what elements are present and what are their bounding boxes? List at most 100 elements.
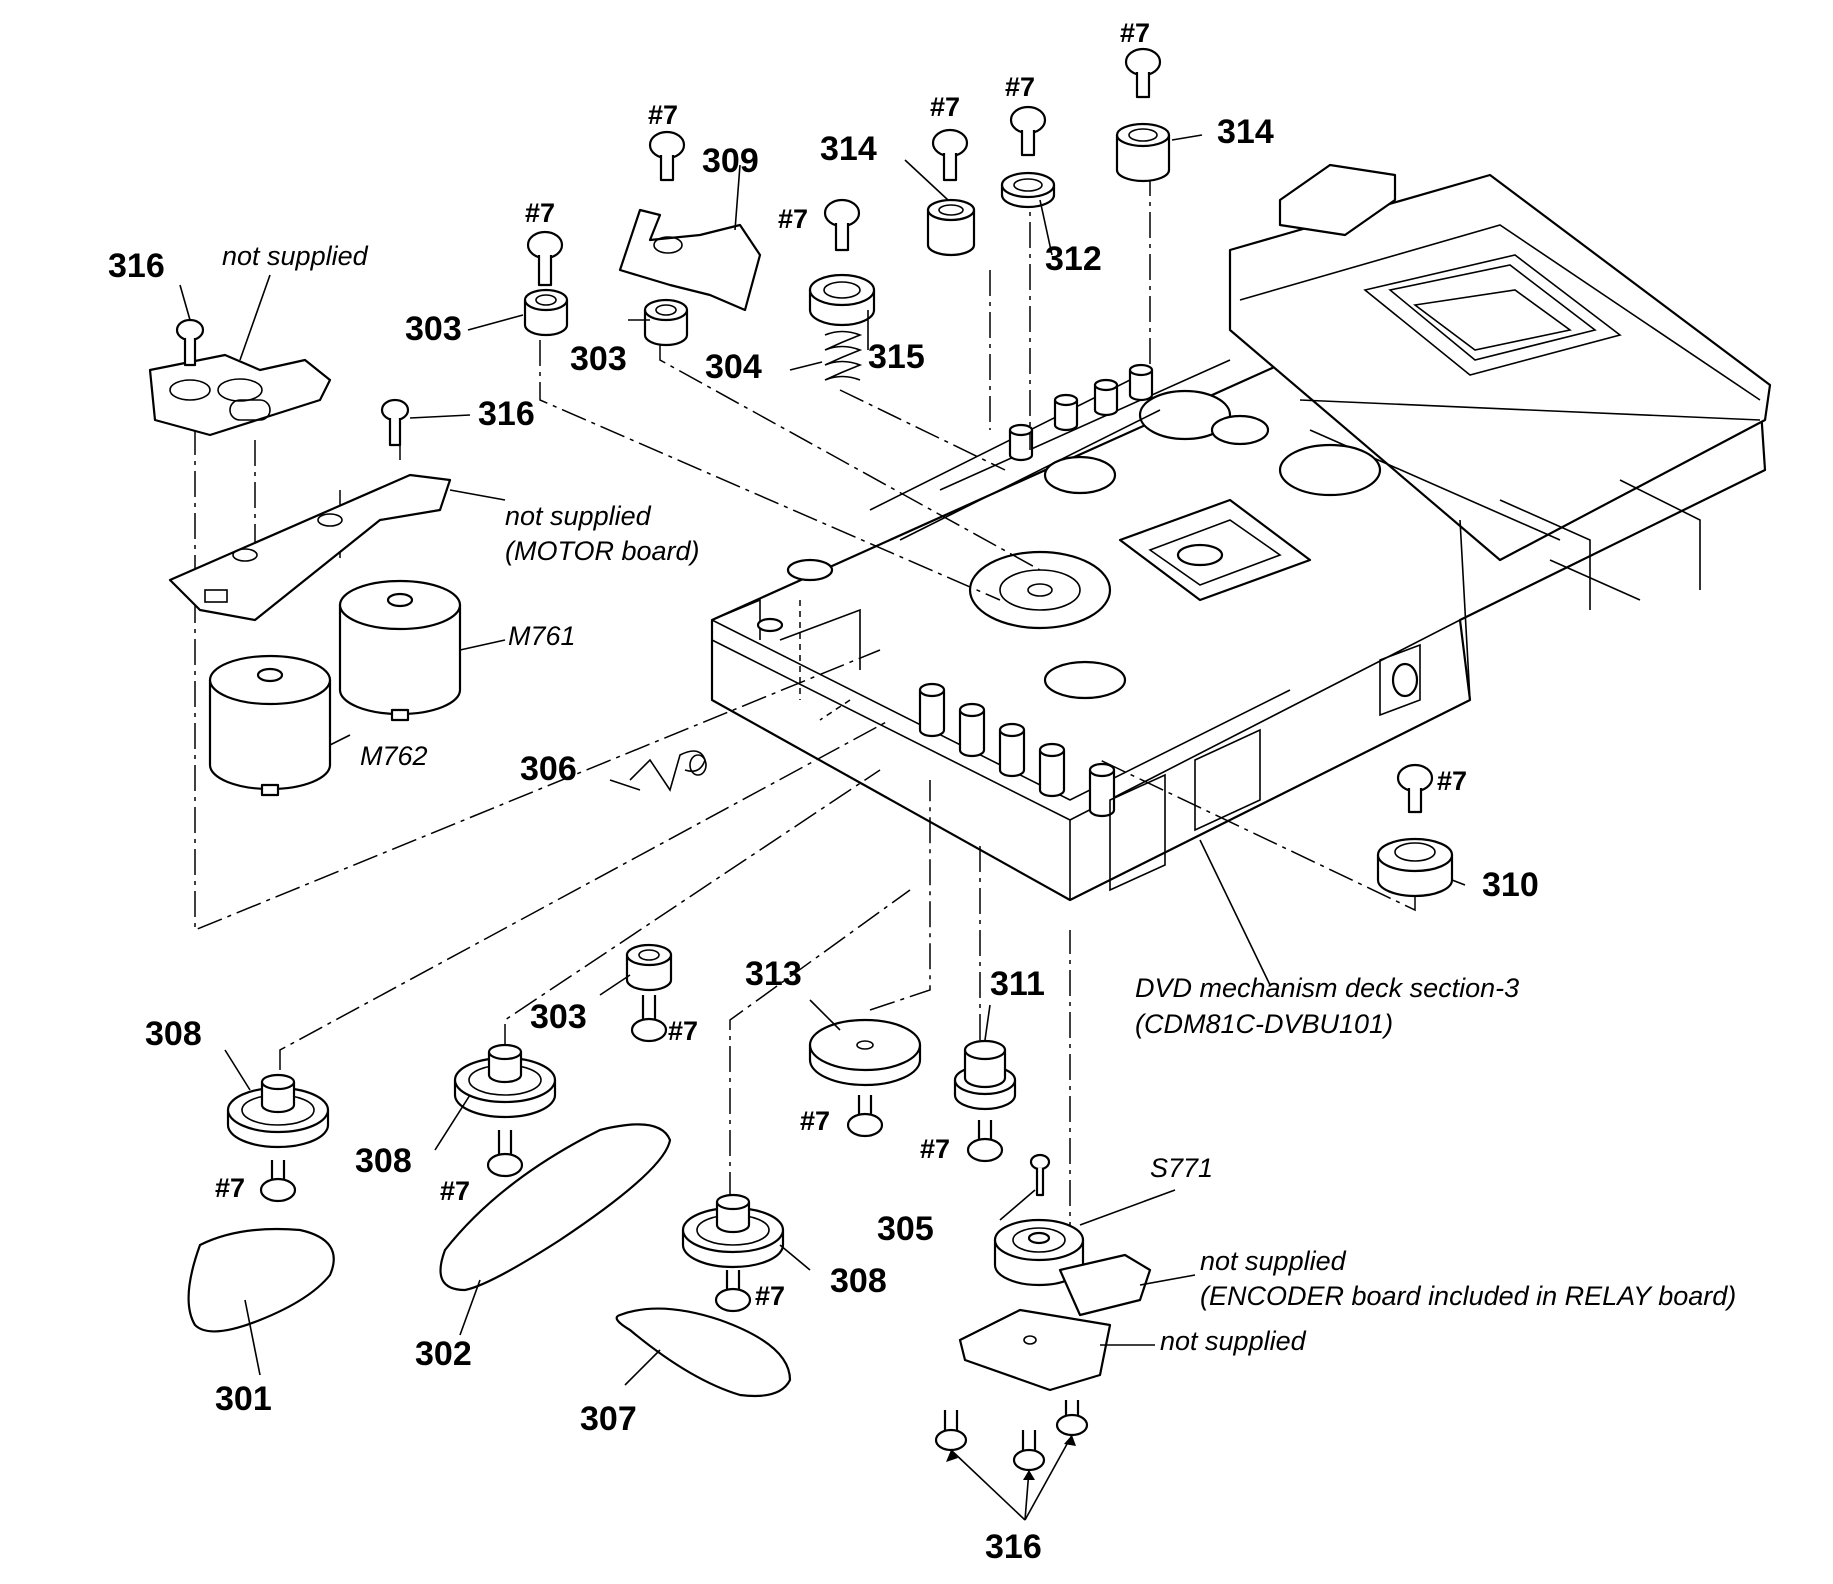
screw-7-j: [630, 995, 668, 1043]
lever-309: [618, 208, 762, 312]
gear-308-c: [681, 1193, 785, 1269]
screw-7-m: [714, 1270, 752, 1313]
label-screw-7-l: #7: [920, 1134, 950, 1164]
belt-302: [439, 1123, 672, 1292]
disc-313: [808, 1018, 922, 1087]
bushing-314-a: [926, 198, 976, 257]
screw-7-a: [526, 230, 564, 287]
washer-312: [1000, 171, 1056, 209]
lower-parts: [187, 943, 1152, 1472]
note-not-supplied-encoder: not supplied: [1200, 1246, 1347, 1276]
label-screw-7-m: #7: [755, 1281, 785, 1311]
label-m762: M762: [360, 741, 428, 771]
label-314-b: 314: [1217, 113, 1274, 151]
label-316-c: 316: [985, 1528, 1042, 1566]
label-screw-7-g: #7: [1437, 766, 1467, 796]
label-s771: S771: [1150, 1153, 1213, 1183]
upper-parts: [523, 47, 1454, 898]
bushing-314-b: [1115, 122, 1171, 183]
label-screw-7-j: #7: [668, 1016, 698, 1046]
label-screw-7-d: #7: [930, 92, 960, 122]
screw-7-i: [486, 1130, 524, 1178]
label-309: 309: [702, 142, 759, 180]
screw-316-b: [380, 398, 410, 447]
motor-bracket-plate: [148, 353, 332, 437]
part-labels: 316 316 303 303 309 314 314 312 315 304 …: [108, 18, 1736, 1566]
label-308-a: 308: [145, 1015, 202, 1053]
pulley-311: [953, 1039, 1017, 1111]
label-screw-7-e: #7: [1005, 72, 1035, 102]
note-motor-board: (MOTOR board): [505, 536, 700, 566]
label-m761: M761: [508, 621, 576, 651]
label-315: 315: [868, 338, 925, 376]
label-306: 306: [520, 750, 577, 788]
note-encoder-board: (ENCODER board included in RELAY board): [1200, 1281, 1736, 1311]
screw-316-c: [934, 1410, 968, 1452]
label-screw-7-i: #7: [440, 1176, 470, 1206]
spring-304: [824, 330, 863, 381]
label-311: 311: [990, 965, 1045, 1003]
motor-m762: [208, 654, 332, 797]
screw-316-d: [1012, 1430, 1046, 1472]
motor-board-assembly: [148, 318, 462, 797]
screw-7-d: [931, 128, 969, 182]
screw-7-f: [1124, 47, 1162, 99]
label-screw-7-a: #7: [525, 198, 555, 228]
label-screw-7-f: #7: [1120, 18, 1150, 48]
label-screw-7-c: #7: [778, 204, 808, 234]
screw-305: [1029, 1153, 1051, 1197]
label-303-c: 303: [530, 998, 587, 1036]
label-312: 312: [1045, 240, 1102, 278]
foot-310: [1376, 837, 1454, 898]
label-307: 307: [580, 1400, 637, 1438]
label-304: 304: [705, 348, 762, 386]
deck-section-title: DVD mechanism deck section-3: [1135, 973, 1519, 1003]
screw-7-h: [259, 1160, 297, 1203]
spring-306: [629, 750, 707, 792]
nut-303-a: [523, 288, 569, 337]
screw-316-e: [1055, 1400, 1089, 1437]
label-301: 301: [215, 1380, 272, 1418]
belt-301: [187, 1227, 335, 1333]
assembly-lines: [194, 170, 1416, 1290]
screw-7-g: [1396, 763, 1434, 814]
gear-308-b: [453, 1043, 557, 1119]
label-314-a: 314: [820, 130, 877, 168]
dvd-mechanism-deck: [710, 163, 1772, 902]
switch-s771: [993, 1218, 1085, 1287]
label-screw-7-h: #7: [215, 1173, 245, 1203]
belt-307: [615, 1307, 792, 1398]
relay-board-plate: [958, 1308, 1112, 1392]
label-308-b: 308: [355, 1142, 412, 1180]
screw-316-a: [175, 318, 205, 367]
screw-7-c: [823, 198, 861, 252]
screw-7-l: [966, 1120, 1004, 1163]
deck-model: (CDM81C-DVBU101): [1135, 1009, 1393, 1039]
label-303-a: 303: [405, 310, 462, 348]
encoder-board: [1058, 1253, 1152, 1317]
note-not-supplied-motor-board: not supplied: [505, 501, 652, 531]
motor-board: [168, 473, 452, 622]
note-not-supplied-relay-plate: not supplied: [1160, 1326, 1307, 1356]
nut-303-c: [625, 943, 673, 992]
leader-lines: [179, 134, 1466, 1521]
screw-7-k: [846, 1095, 884, 1138]
cap-315: [808, 273, 876, 327]
note-not-supplied-plate: not supplied: [222, 241, 369, 271]
label-screw-7-b: #7: [648, 100, 678, 130]
screw-7-e: [1009, 105, 1047, 157]
label-308-c: 308: [830, 1262, 887, 1300]
label-310: 310: [1482, 866, 1539, 904]
label-316-a: 316: [108, 247, 165, 285]
deck-posts: [918, 682, 1116, 818]
label-302: 302: [415, 1335, 472, 1373]
label-316-b: 316: [478, 395, 535, 433]
motor-m761: [338, 579, 462, 722]
label-305: 305: [877, 1210, 934, 1248]
label-303-b: 303: [570, 340, 627, 378]
nut-303-b: [643, 298, 689, 347]
screw-7-b: [648, 130, 686, 182]
label-screw-7-k: #7: [800, 1106, 830, 1136]
gear-308-a: [226, 1073, 330, 1149]
